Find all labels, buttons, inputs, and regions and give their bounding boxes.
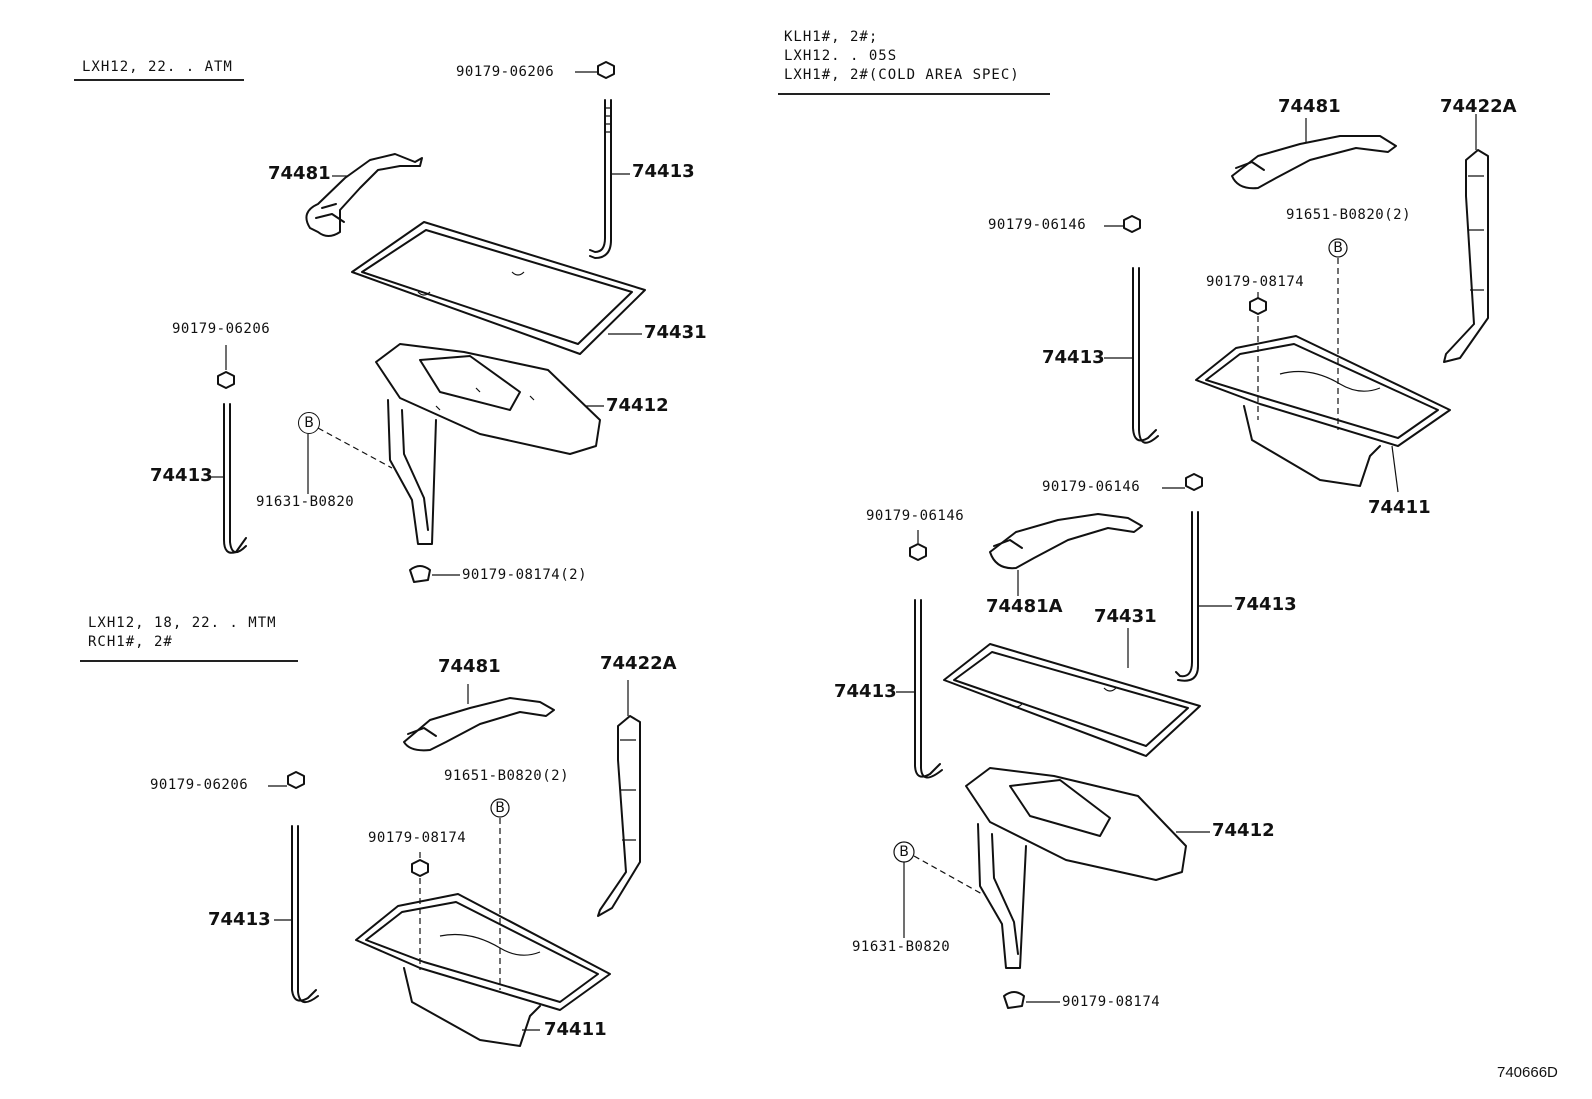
part-number: 90179-08174 (1206, 274, 1305, 290)
part-number: 74412 (1212, 820, 1275, 841)
part-number: 74413 (208, 909, 271, 930)
nut-icon (1123, 215, 1141, 233)
battery-clamp (403, 697, 555, 752)
part-number: 74411 (1368, 497, 1431, 518)
part-number: 90179-06206 (150, 777, 249, 793)
part-number: 74413 (150, 465, 213, 486)
nut-icon (909, 543, 927, 561)
section-line: KLH1#, 2#; (784, 29, 879, 45)
section-rule (80, 660, 298, 662)
battery-carrier-bracket (965, 767, 1187, 969)
section-heading-cold-area: KLH1#, 2#; LXH12. . 05S LXH1#, 2#(COLD A… (784, 28, 1020, 85)
hold-down-rod (223, 403, 247, 554)
part-number: 90179-06206 (456, 64, 555, 80)
hold-down-rod (1132, 267, 1159, 444)
part-number: 91651-B0820(2) (1286, 207, 1412, 223)
section-line: LXH1#, 2#(COLD AREA SPEC) (784, 67, 1020, 83)
nut-icon (597, 61, 615, 79)
bolt-reference-label: B (495, 800, 505, 816)
clip-icon (1003, 991, 1025, 1009)
battery-tray (1195, 335, 1451, 487)
diagram-id: 740666D (1497, 1064, 1558, 1081)
part-number: 91651-B0820(2) (444, 768, 570, 784)
part-number: 74431 (644, 322, 707, 343)
section-rule (74, 79, 244, 81)
battery-tray-pad (351, 221, 646, 355)
assembly-atm (210, 61, 646, 583)
part-number: 74413 (1234, 594, 1297, 615)
part-number: 74413 (632, 161, 695, 182)
part-number: 74431 (1094, 606, 1157, 627)
part-number: 74481A (986, 596, 1063, 617)
nut-icon (1249, 297, 1267, 315)
section-line: LXH12, 22. . ATM (82, 59, 233, 75)
hold-down-strap (1443, 149, 1489, 363)
part-number: 74481 (268, 163, 331, 184)
battery-clamp (989, 513, 1143, 570)
section-line: RCH1#, 2# (88, 634, 173, 650)
assembly-cold-area-lower (893, 473, 1232, 1009)
nut-icon (1185, 473, 1203, 491)
part-number: 90179-06146 (866, 508, 965, 524)
battery-clamp (305, 153, 423, 237)
part-number: 90179-06146 (988, 217, 1087, 233)
assembly-cold-area (1104, 114, 1489, 493)
part-number: 90179-06146 (1042, 479, 1141, 495)
nut-icon (217, 371, 235, 389)
part-number: 74412 (606, 395, 669, 416)
clip-icon (409, 565, 431, 583)
section-heading-atm: LXH12, 22. . ATM (82, 58, 233, 77)
battery-carrier-bracket (375, 343, 601, 545)
hold-down-rod (291, 825, 319, 1003)
part-number: 90179-08174 (1062, 994, 1161, 1010)
battery-clamp (1231, 135, 1397, 190)
part-number: 74413 (1042, 347, 1105, 368)
bolt-reference-icon: B (298, 412, 320, 434)
section-rule (778, 93, 1050, 95)
part-number: 74481 (1278, 96, 1341, 117)
part-number: 91631-B0820 (852, 939, 951, 955)
part-number: 74422A (1440, 96, 1517, 117)
hold-down-rod (914, 599, 943, 779)
part-number: 74413 (834, 681, 897, 702)
hold-down-rod (589, 99, 612, 259)
bolt-reference-icon: B (1329, 239, 1347, 257)
hold-down-rod (1175, 511, 1199, 682)
bolt-reference-icon: B (895, 843, 913, 861)
battery-tray (355, 893, 611, 1047)
assembly-mtm (268, 680, 641, 1047)
part-number: 91631-B0820 (256, 494, 355, 510)
part-number: 74411 (544, 1019, 607, 1040)
part-number: 90179-08174 (368, 830, 467, 846)
part-number: 90179-08174(2) (462, 567, 588, 583)
section-heading-mtm: LXH12, 18, 22. . MTM RCH1#, 2# (88, 614, 277, 652)
nut-icon (411, 859, 429, 877)
hold-down-strap (597, 715, 641, 917)
section-line: LXH12, 18, 22. . MTM (88, 615, 277, 631)
nut-icon (287, 771, 305, 789)
bolt-reference-label: B (1333, 240, 1343, 256)
part-number: 74422A (600, 653, 677, 674)
bolt-reference-icon: B (491, 799, 509, 817)
bolt-reference-label: B (304, 415, 314, 431)
part-number: 90179-06206 (172, 321, 271, 337)
bolt-reference-label: B (899, 844, 909, 860)
battery-tray-pad (943, 643, 1201, 757)
section-line: LXH12. . 05S (784, 48, 898, 64)
part-number: 74481 (438, 656, 501, 677)
